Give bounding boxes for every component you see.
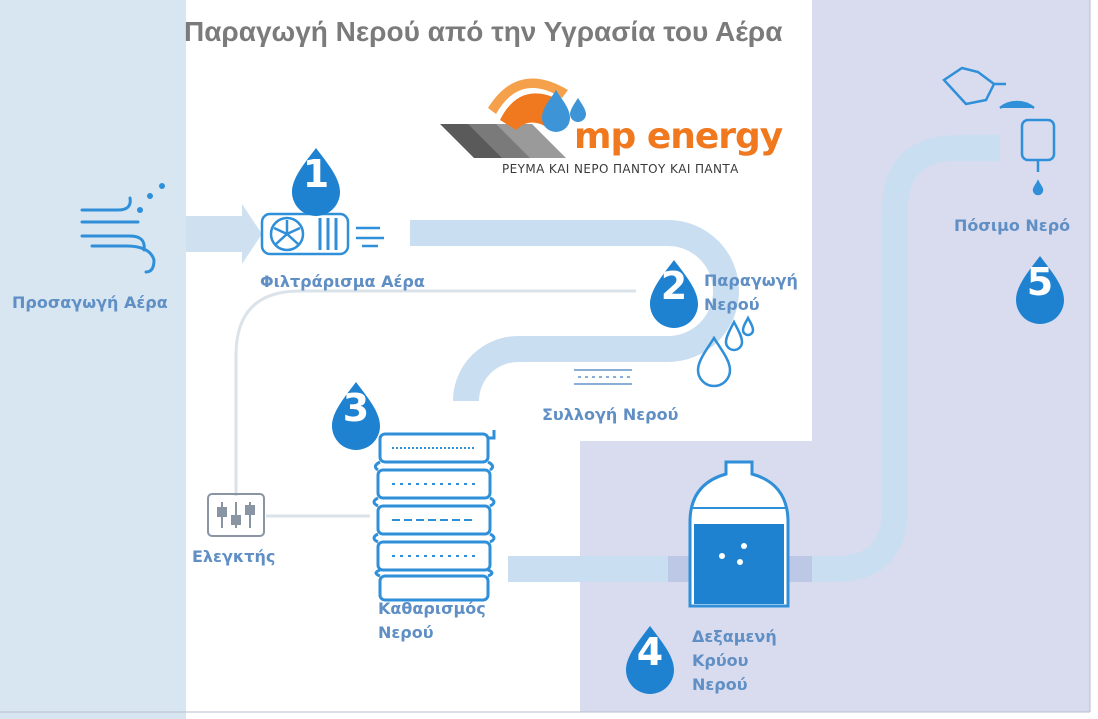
air-intake-label: Προσαγωγή Αέρα [12,293,168,312]
drinking-water-panel [812,0,1090,712]
outlet-pipe [508,135,1000,582]
controller-icon [207,493,265,537]
logo-tagline: ΡΕΥΜΑ ΚΑΙ ΝΕΡΟ ΠΑΝΤΟΥ ΚΑΙ ΠΑΝΤΑ [502,162,739,176]
step-number-5: 5 [1026,260,1054,304]
water-purification-label-line2: Νερού [378,623,434,642]
controller-label: Ελεγκτής [192,547,276,566]
step-number-3: 3 [342,386,370,430]
water-tank-icon [688,460,790,608]
page-title: Παραγωγή Νερού από την Υγρασία του Αέρα [184,16,783,47]
water-purification-label-line1: Καθαρισμός [378,599,486,618]
cold-tank-label-line3: Νερού [692,675,748,694]
filter-stack-icon [372,430,496,602]
fan-filter-icon [260,212,384,256]
cold-tank-label-line1: Δεξαμενή [692,627,777,646]
condensation-drops-icon [696,315,755,388]
water-pipe [410,220,739,402]
wind-icon [80,183,165,274]
collection-tray-icon [574,369,632,385]
water-collection-label: Συλλογή Νερού [542,405,679,424]
cold-tank-label-line2: Κρύου [692,651,749,670]
mp-energy-logo-mark [440,78,586,158]
step-number-1: 1 [302,152,330,196]
drinking-water-label: Πόσιμο Νερό [954,216,1071,235]
air-intake-panel [0,0,186,719]
step-number-2: 2 [660,264,688,308]
control-wire [234,289,636,518]
logo-brand: mp energy [574,116,783,157]
air-filter-label: Φιλτράρισμα Αέρα [260,272,425,291]
dispenser-icon [942,66,1056,196]
water-production-label-line1: Παραγωγή [704,271,798,290]
air-flow-arrow [186,204,262,264]
step-number-4: 4 [636,630,664,674]
water-production-label-line2: Νερού [704,295,760,314]
